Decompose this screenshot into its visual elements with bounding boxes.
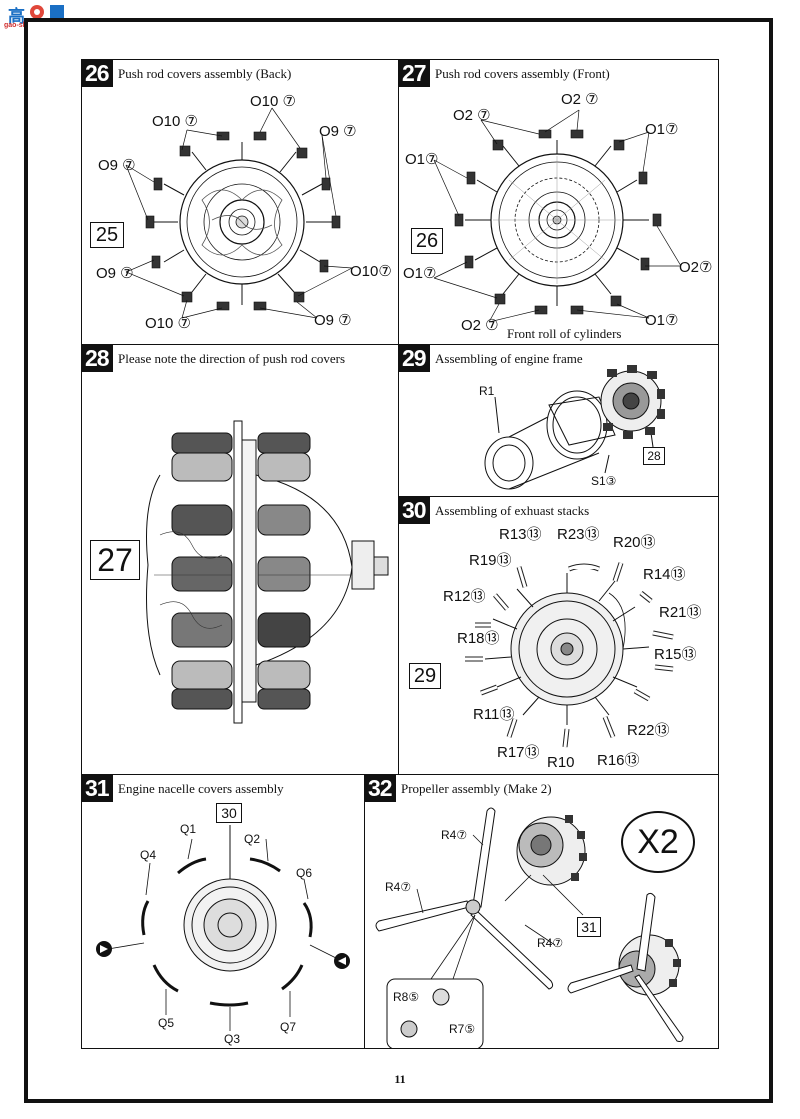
part-label: O10⑦ [350,263,392,280]
part-label: R7⑤ [449,1022,476,1036]
part-label: R16⑬ [597,752,640,769]
step-number: 27 [399,60,430,87]
step-27-panel: 27 Push rod covers assembly (Front) [398,59,719,345]
step-title: Assembling of exhuast stacks [435,503,590,518]
part-label: O10 ⑦ [152,113,198,130]
push-rod-front-diagram [433,109,682,323]
reference-box: 29 [409,663,441,689]
part-label: R4⑦ [537,936,564,950]
part-label: Q3 [224,1032,241,1046]
step-32-panel: 32 Propeller assembly (Make 2) [364,774,719,1049]
make-two-badge: X2 [621,811,695,873]
step-26-panel: 26 Push rod covers assembly (Back) [81,59,399,345]
step-title: Please note the direction of push rod co… [118,351,346,366]
part-label: O10 ⑦ [250,93,296,110]
part-label: Q7 [280,1020,297,1034]
step-number: 30 [399,497,430,524]
part-label: R10 [547,754,575,771]
propeller-assembly-diagram [375,807,684,1048]
part-label: R14⑬ [643,566,686,583]
reference-box: 27 [90,540,140,580]
engine-frame-diagram [484,365,665,490]
exhaust-stacks-diagram [465,562,674,748]
part-label: O1⑦ [405,151,439,168]
part-label: O9 ⑦ [319,123,357,140]
step-28-panel: 28 Please note the direction of push rod… [81,344,399,775]
step-number: 28 [82,345,113,372]
part-label: R13⑬ [499,526,542,543]
part-label: O1⑦ [403,265,437,282]
part-label: R17⑬ [497,744,540,761]
reference-box: 30 [216,803,242,823]
part-label: R11⑬ [473,706,515,723]
part-label: R22⑬ [627,722,670,739]
step-30-panel: 30 Assembling of exhuast stacks [398,496,719,775]
part-label: Q5 [158,1016,175,1030]
part-label: O2 ⑦ [561,91,599,108]
nacelle-covers-diagram [96,825,350,1031]
part-label: R21⑬ [659,604,702,621]
reference-box: 25 [90,222,124,248]
part-label: R4⑦ [441,828,468,842]
part-label: Q6 [296,866,313,880]
part-label: O2 ⑦ [453,107,491,124]
part-label: O9 ⑦ [98,157,136,174]
reference-box: 31 [577,917,601,937]
logo-mark [30,5,64,19]
reference-box: 28 [643,447,665,465]
logo-glyph: 高 [8,7,26,27]
part-label: R18⑬ [457,630,500,647]
part-label: R19⑬ [469,552,512,569]
part-label: R23⑬ [557,526,600,543]
step-title: Assembling of engine frame [435,351,583,366]
part-label: Q4 [140,848,157,862]
part-label: R8⑤ [393,990,420,1004]
part-label: O1⑦ [645,312,679,329]
step-title: Push rod covers assembly (Front) [435,66,610,81]
step-number: 29 [399,345,430,372]
part-label: O9 ⑦ [96,265,134,282]
step-31-panel: 31 Engine nacelle covers assembly [81,774,365,1049]
step-title: Propeller assembly (Make 2) [401,781,552,796]
step-title: Push rod covers assembly (Back) [118,66,292,81]
page-number: 11 [394,1072,406,1086]
push-rod-back-diagram [125,107,353,319]
part-label: R12⑬ [443,588,486,605]
step-29-panel: 29 Assembling of engine frame R1 S1③ 28 [398,344,719,497]
part-label: O2 ⑦ [461,317,499,334]
step-number: 32 [365,775,396,802]
part-label: O9 ⑦ [314,312,352,329]
front-roll-note: Front roll of cylinders [507,326,622,341]
part-label: O10 ⑦ [145,315,191,332]
part-label: O1⑦ [645,121,679,138]
step-number: 31 [82,775,113,802]
reference-box: 26 [411,228,443,254]
part-label: Q1 [180,822,197,836]
part-label: S1③ [591,474,617,488]
part-label: R1 [479,384,495,398]
step-number: 26 [82,60,113,87]
part-label: R15⑬ [654,646,697,663]
engine-side-diagram [146,420,389,724]
part-label: R20⑬ [613,534,656,551]
step-title: Engine nacelle covers assembly [118,781,284,796]
part-label: Q2 [244,832,261,846]
part-label: O2⑦ [679,259,713,276]
part-label: R4⑦ [385,880,412,894]
